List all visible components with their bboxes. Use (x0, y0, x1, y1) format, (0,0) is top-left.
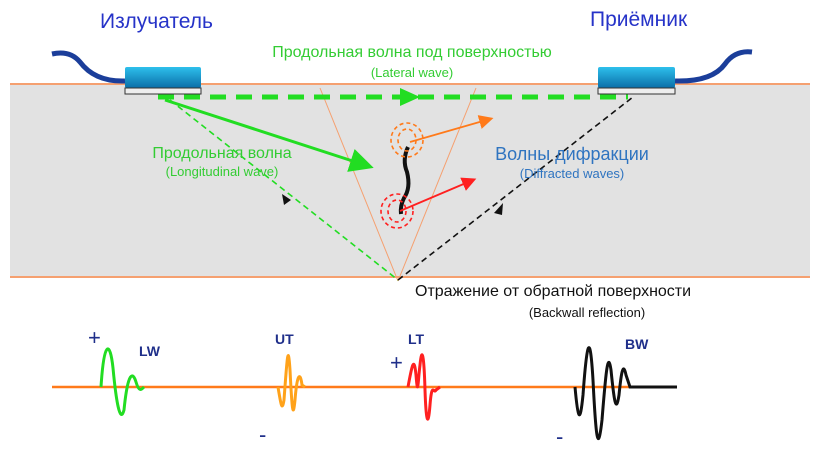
lt-polarity: + (390, 350, 403, 375)
upper-diffracted-arrow (409, 115, 494, 143)
ut-label: UT (275, 331, 294, 347)
downward-arrowhead (282, 194, 291, 205)
beam-edge-left (319, 87, 399, 282)
transmitter-cable (51, 50, 126, 84)
lateral-wave-arrowhead (400, 88, 420, 106)
ut-polarity: - (259, 422, 266, 447)
longitudinal-wave-label-en: (Longitudinal wave) (166, 164, 279, 179)
backwall-label-en: (Backwall reflection) (529, 305, 645, 320)
bw-signal (573, 346, 677, 441)
backwall-label: Отражение от обратной поверхности (415, 283, 691, 300)
lower-diffracted-arrow (399, 177, 477, 212)
lw-signal (99, 347, 146, 416)
bw-polarity: - (556, 424, 563, 449)
lt-label: LT (408, 331, 425, 347)
transmitter-probe (124, 67, 202, 95)
lw-label: LW (139, 343, 161, 359)
lower-tip-diffraction-circles (380, 193, 414, 229)
transmitter-label: Излучатель (100, 10, 213, 33)
lateral-wave-label: Продольная волна под поверхностью (272, 44, 552, 61)
lt-signal (406, 353, 441, 421)
receiver-cable (674, 49, 753, 84)
upward-arrowhead (494, 203, 503, 215)
receiver-probe (597, 67, 676, 95)
bw-label: BW (625, 336, 649, 352)
backwall-incident-path (169, 99, 399, 281)
ut-signal (276, 354, 306, 412)
longitudinal-wave-label: Продольная волна (152, 145, 291, 162)
lw-polarity: + (88, 325, 101, 350)
lateral-wave-label-en: (Lateral wave) (371, 65, 453, 80)
diffracted-waves-label: Волны дифракции (495, 144, 649, 164)
diffracted-waves-label-en: (Diffracted waves) (520, 166, 625, 181)
crack-defect (398, 146, 411, 215)
beam-edge-right (397, 87, 477, 282)
receiver-label: Приёмник (590, 8, 688, 31)
longitudinal-wave-arrow (164, 98, 374, 172)
